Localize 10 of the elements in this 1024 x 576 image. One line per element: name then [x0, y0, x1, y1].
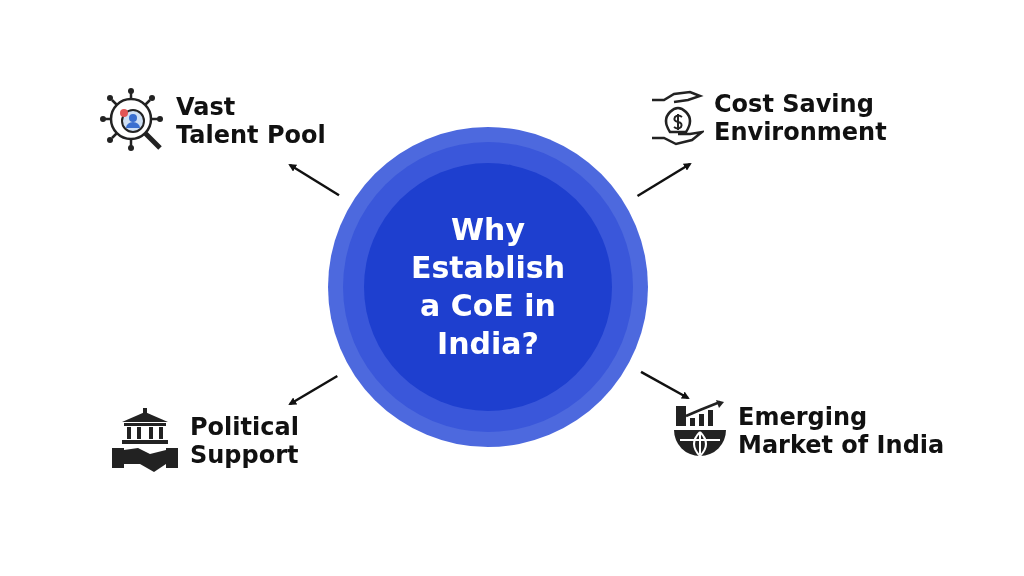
arrow — [636, 162, 692, 198]
topic-label: Cost Saving Environment — [714, 90, 888, 146]
arrow — [640, 370, 690, 400]
topic-label: Vast Talent Pool — [176, 93, 326, 149]
topic-label: Emerging Market of India — [738, 403, 946, 459]
arrow — [288, 374, 338, 406]
topic-item — [100, 88, 326, 154]
node-title: Why Establish a CoE in India? — [409, 211, 567, 363]
topic-label: Political Support — [190, 413, 300, 469]
arrow — [288, 163, 340, 197]
